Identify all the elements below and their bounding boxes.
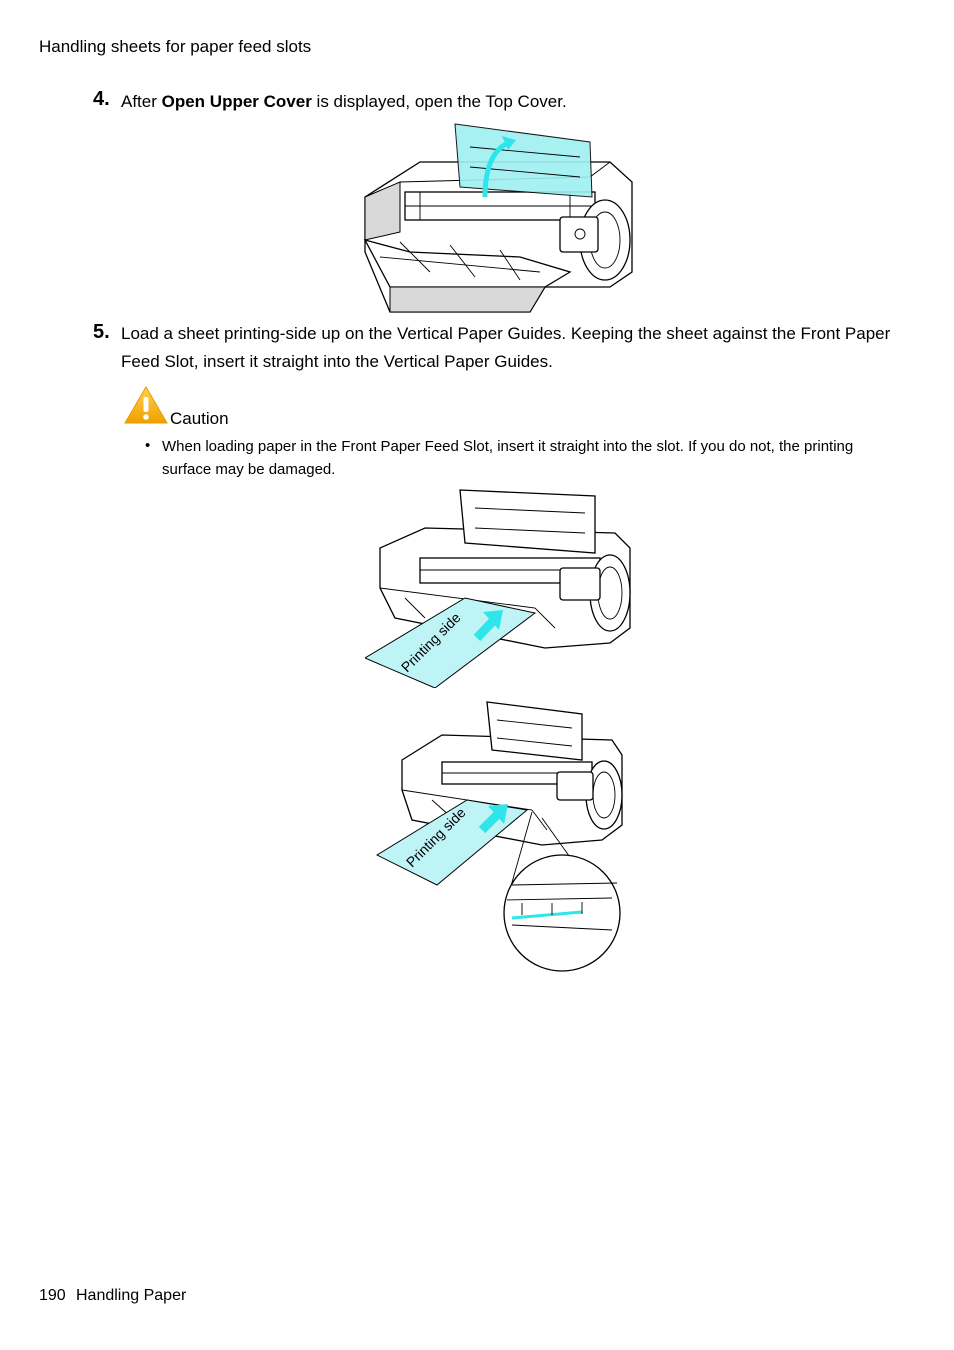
caution-bullet: • bbox=[145, 437, 151, 454]
printer-load-paper-illustration: Printing side bbox=[365, 489, 631, 688]
footer-page-number: 190 bbox=[39, 1287, 66, 1304]
caution-warning-icon bbox=[124, 386, 168, 424]
step-4-bold-term: Open Upper Cover bbox=[161, 92, 312, 111]
step-4-text-before: After bbox=[121, 92, 162, 111]
page-header-title: Handling sheets for paper feed slots bbox=[39, 37, 312, 56]
step-5-text: Load a sheet printing-side up on the Ver… bbox=[121, 324, 891, 371]
caution-text: When loading paper in the Front Paper Fe… bbox=[162, 438, 854, 478]
step-4-text-after: is displayed, open the Top Cover. bbox=[311, 92, 567, 111]
step-4-text: After Open Upper Cover is displayed, ope… bbox=[121, 88, 567, 116]
step-4-number: 4. bbox=[93, 88, 110, 110]
printer-cover-open-illustration bbox=[363, 123, 633, 313]
caution-label: Caution bbox=[170, 409, 229, 428]
step-5-number: 5. bbox=[93, 321, 110, 343]
printer-insert-paper-detail-illustration: Printing side bbox=[375, 701, 623, 972]
footer-section-title: Handling Paper bbox=[76, 1287, 187, 1304]
